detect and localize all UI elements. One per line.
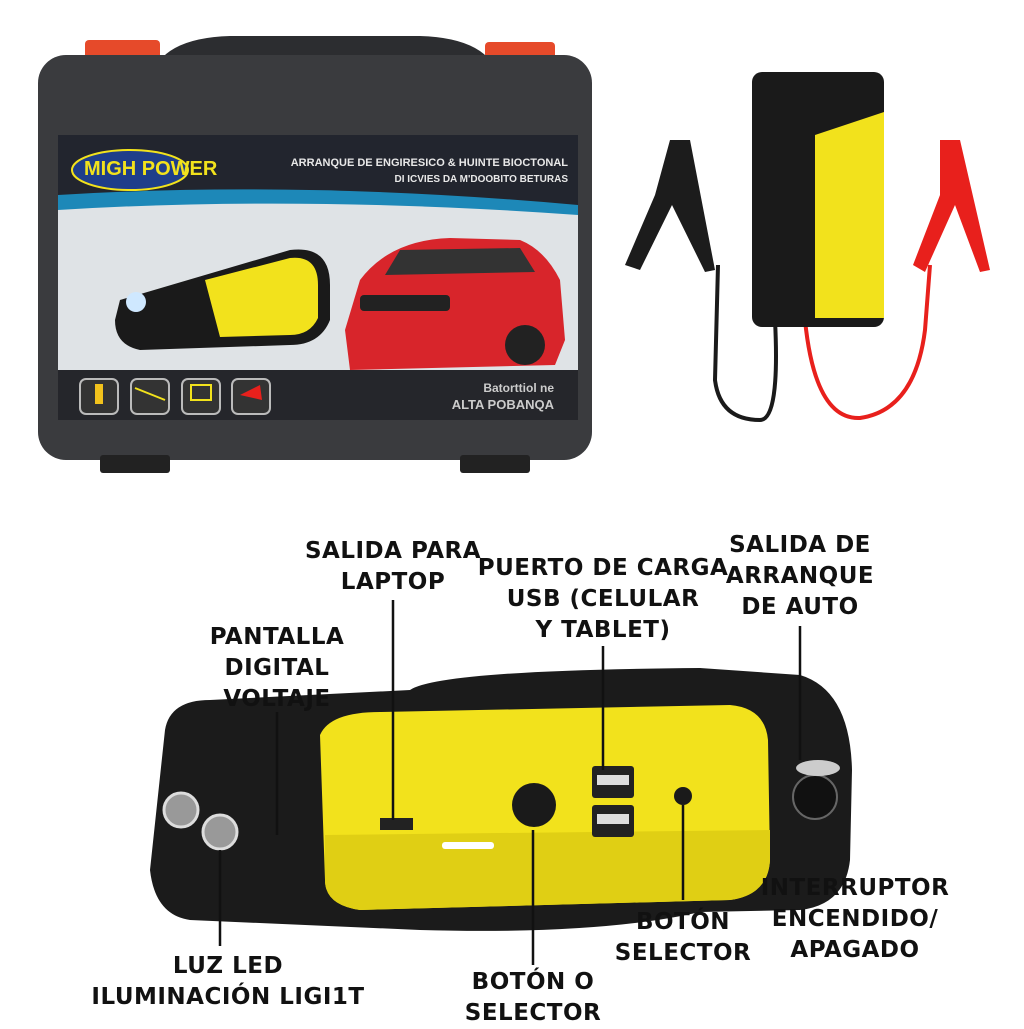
- callout-line: USB (CELULAR: [506, 586, 700, 612]
- callout-line: BOTÓN: [635, 909, 731, 935]
- callout-line: APAGADO: [790, 937, 920, 963]
- voltage-display: [380, 818, 413, 830]
- callout-digital-display: PANTALLA DIGITAL VOLTAJE: [210, 622, 345, 715]
- case-tagline-1: Batorttiol ne: [483, 381, 554, 395]
- jump-starter-with-clamps: [625, 72, 990, 423]
- red-clamp: [913, 140, 990, 272]
- callout-line: SALIDA DE: [729, 532, 871, 558]
- callout-line: DIGITAL: [224, 655, 330, 681]
- feature-icons: [79, 378, 271, 415]
- jump-starter-device: [150, 668, 852, 931]
- power-switch: [792, 774, 838, 820]
- case-headline-1: ARRANQUE DE ENGIRESICO & HUINTE BIOCTONA…: [290, 157, 568, 169]
- callout-selector-button: BOTÓN SELECTOR: [615, 907, 751, 969]
- black-clamp: [625, 140, 715, 272]
- led-light-2: [201, 813, 239, 851]
- callout-line: BOTÓN O: [471, 969, 595, 995]
- callout-line: INTERRUPTOR: [760, 875, 950, 901]
- callout-car-start-output: SALIDA DE ARRANQUE DE AUTO: [726, 530, 874, 623]
- callout-line: SELECTOR: [614, 940, 752, 966]
- callout-lines: [218, 600, 802, 965]
- callout-line: LAPTOP: [340, 569, 446, 595]
- case-headline-2: DI ICVIES DA M'DOOBITO BETURAS: [394, 174, 568, 185]
- callout-line: VOLTAJE: [223, 686, 331, 712]
- callout-line: ILUMINACIÓN LIGI1T: [91, 984, 365, 1010]
- selector-button-small: [674, 787, 692, 805]
- callout-line: ENCENDIDO/: [771, 906, 939, 932]
- brand-logo: [71, 149, 189, 191]
- callout-led-light: LUZ LED ILUMINACIÓN LIGI1T: [91, 951, 364, 1013]
- callout-laptop-output: SALIDA PARA LAPTOP: [305, 536, 481, 598]
- callout-line: Y TABLET): [535, 617, 671, 643]
- callout-line: SELECTOR: [464, 1000, 602, 1026]
- callout-power-switch: INTERRUPTOR ENCENDIDO/ APAGADO: [761, 873, 950, 966]
- selector-button-round: [512, 783, 556, 827]
- callout-line: PUERTO DE CARGA: [477, 555, 729, 581]
- callout-selector-button-2: BOTÓN O SELECTOR: [465, 967, 601, 1029]
- callout-line: PANTALLA: [209, 624, 345, 650]
- led-light-1: [162, 791, 200, 829]
- callout-line: ARRANQUE: [725, 563, 875, 589]
- callout-usb-port: PUERTO DE CARGA USB (CELULAR Y TABLET): [478, 553, 729, 646]
- callout-line: SALIDA PARA: [304, 538, 482, 564]
- carrying-case: [38, 36, 592, 473]
- case-tagline-2: ALTA POBANQA: [451, 397, 554, 412]
- brand-logo-text: MIGH POWER: [84, 158, 218, 180]
- callout-line: LUZ LED: [172, 953, 284, 979]
- callout-line: DE AUTO: [741, 594, 859, 620]
